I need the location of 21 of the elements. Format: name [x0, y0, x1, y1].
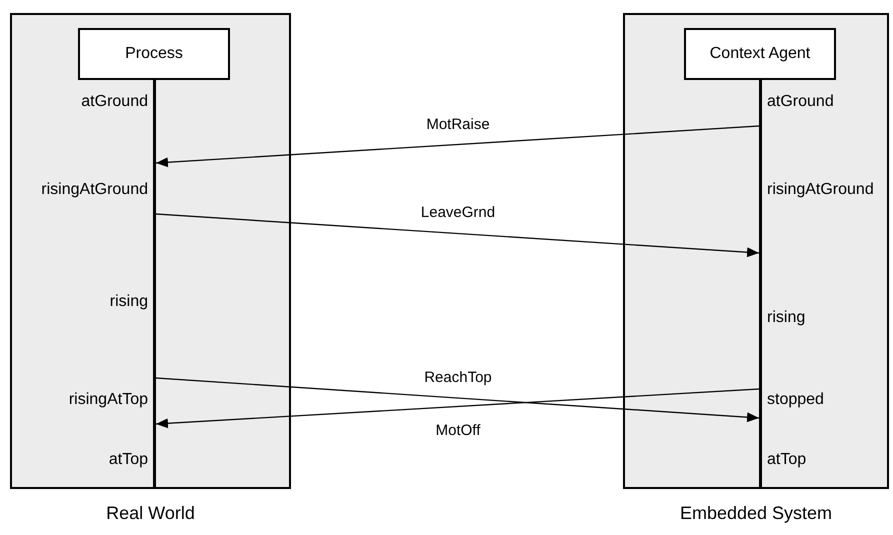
message-arrow: [156, 377, 760, 422]
panel-caption: Real World: [105, 503, 196, 524]
state-label: rising: [767, 308, 806, 328]
lifeline: [153, 80, 156, 489]
state-label: risingAtTop: [68, 390, 148, 410]
state-label: stopped: [767, 390, 824, 410]
lifeline-header-box: Process: [78, 28, 230, 80]
panel-caption: Embedded System: [678, 503, 834, 524]
state-label: atTop: [767, 450, 806, 470]
state-label: rising: [110, 292, 148, 312]
state-label: atGround: [81, 92, 148, 112]
message-arrow: [156, 213, 760, 258]
message-arrow: [156, 388, 760, 428]
state-label: atGround: [767, 92, 834, 112]
lifeline: [759, 80, 762, 489]
message-arrow: [156, 125, 760, 168]
lifeline-header-box: Context Agent: [684, 28, 836, 80]
state-label: risingAtGround: [767, 180, 874, 200]
state-label: risingAtGround: [41, 180, 148, 200]
state-label: atTop: [108, 450, 148, 470]
edge-label: ReachTop: [422, 369, 494, 387]
